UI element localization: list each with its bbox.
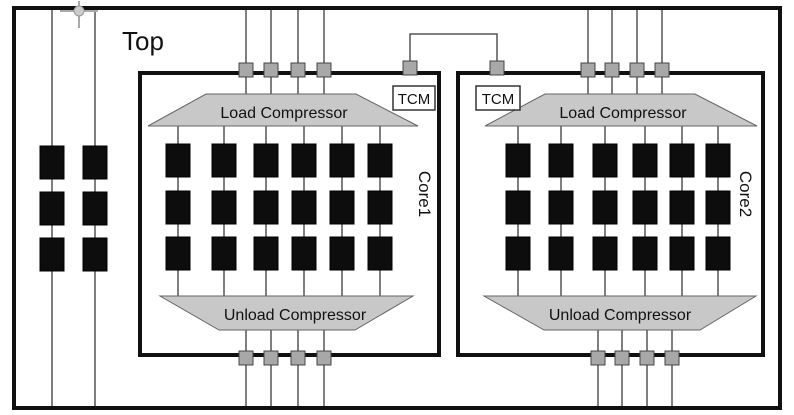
core1-scan-cell: [329, 190, 355, 225]
core2-scan-cell: [705, 190, 731, 225]
core2-scan-cell: [505, 143, 531, 178]
core1-bottom-pin: [316, 350, 332, 366]
pins: [238, 60, 680, 366]
core2-load-compressor: [484, 93, 758, 127]
core2-scan-cell: [632, 143, 658, 178]
top-scan-cell: [39, 237, 65, 272]
core2-load-compressor-label: Load Compressor: [559, 105, 687, 122]
core2-top-pin: [580, 62, 596, 78]
core1-scan-cell: [367, 190, 393, 225]
core2-top-pin: [629, 62, 645, 78]
core1-load-compressor-label: Load Compressor: [220, 105, 348, 122]
core2-scan-cell: [592, 143, 618, 178]
core2-unload-compressor-label: Unload Compressor: [549, 307, 692, 324]
core1-name-label: Core1: [415, 171, 434, 217]
core1-scan-cell: [367, 236, 393, 271]
core1-tcm-block: [392, 85, 436, 111]
core1-scan-cell: [253, 190, 279, 225]
core2-scan-cell: [632, 236, 658, 271]
core1-bottom-pin: [238, 350, 254, 366]
crosshair-icon: [60, 1, 98, 28]
core2-name-label: Core2: [736, 171, 755, 217]
core1-scan-cell: [211, 236, 237, 271]
core1-unload-compressor-label: Unload Compressor: [224, 307, 367, 324]
core1-tcm-label: TCM: [398, 91, 431, 108]
top-scan-cell: [82, 145, 108, 180]
tcm-connection-wire: [409, 33, 498, 62]
core2-bottom-pin: [590, 350, 606, 366]
core2-tcm-block: [475, 85, 521, 111]
core2-bottom-pin: [664, 350, 680, 366]
core2-scan-cell: [592, 190, 618, 225]
core2-scan-cell: [705, 143, 731, 178]
core2-scan-cell: [592, 236, 618, 271]
core1-scan-cell: [253, 236, 279, 271]
core2-unload-compressor: [482, 295, 758, 331]
top-scan-cell: [82, 237, 108, 272]
cells: [39, 143, 731, 272]
core1-scan-cell: [165, 190, 191, 225]
core1-scan-cell: [329, 143, 355, 178]
core2-top-pin: [654, 62, 670, 78]
core2-scan-cell: [632, 190, 658, 225]
core2-scan-cell: [669, 190, 695, 225]
core1-scan-cell: [211, 143, 237, 178]
core2-scan-cell: [505, 190, 531, 225]
core2-scan-cell: [548, 190, 574, 225]
core2-scan-cell: [669, 236, 695, 271]
core1-scan-cell: [291, 190, 317, 225]
core1-scan-cell: [253, 143, 279, 178]
core2-scan-cell: [505, 236, 531, 271]
core1-scan-cell: [291, 236, 317, 271]
core1-scan-cell: [291, 143, 317, 178]
core1-top-pin: [263, 62, 279, 78]
top-label: Top: [122, 26, 164, 56]
top-scan-cell: [39, 145, 65, 180]
core1-load-compressor: [147, 93, 419, 127]
core2-scan-cell: [548, 236, 574, 271]
core2-tcm-pin: [489, 60, 505, 76]
core1-top-pin: [290, 62, 306, 78]
core1-scan-cell: [329, 236, 355, 271]
top-scan-cell: [82, 191, 108, 226]
core1-scan-cell: [211, 190, 237, 225]
core2-bottom-pin: [639, 350, 655, 366]
top-scan-cell: [39, 191, 65, 226]
core2-scan-cell: [705, 236, 731, 271]
core1-top-pin: [316, 62, 332, 78]
core1-bottom-pin: [290, 350, 306, 366]
core2-scan-cell: [669, 143, 695, 178]
core1-tcm-pin: [402, 60, 418, 76]
core1-boundary: [138, 71, 441, 357]
top-boundary: [12, 6, 782, 410]
core1-top-pin: [238, 62, 254, 78]
core2-scan-cell: [548, 143, 574, 178]
core2-tcm-label: TCM: [482, 91, 515, 108]
core1-unload-compressor: [158, 295, 415, 331]
core1-bottom-pin: [263, 350, 279, 366]
core1-scan-cell: [367, 143, 393, 178]
core1-scan-cell: [165, 143, 191, 178]
core1-scan-cell: [165, 236, 191, 271]
core2-bottom-pin: [614, 350, 630, 366]
core2-top-pin: [604, 62, 620, 78]
